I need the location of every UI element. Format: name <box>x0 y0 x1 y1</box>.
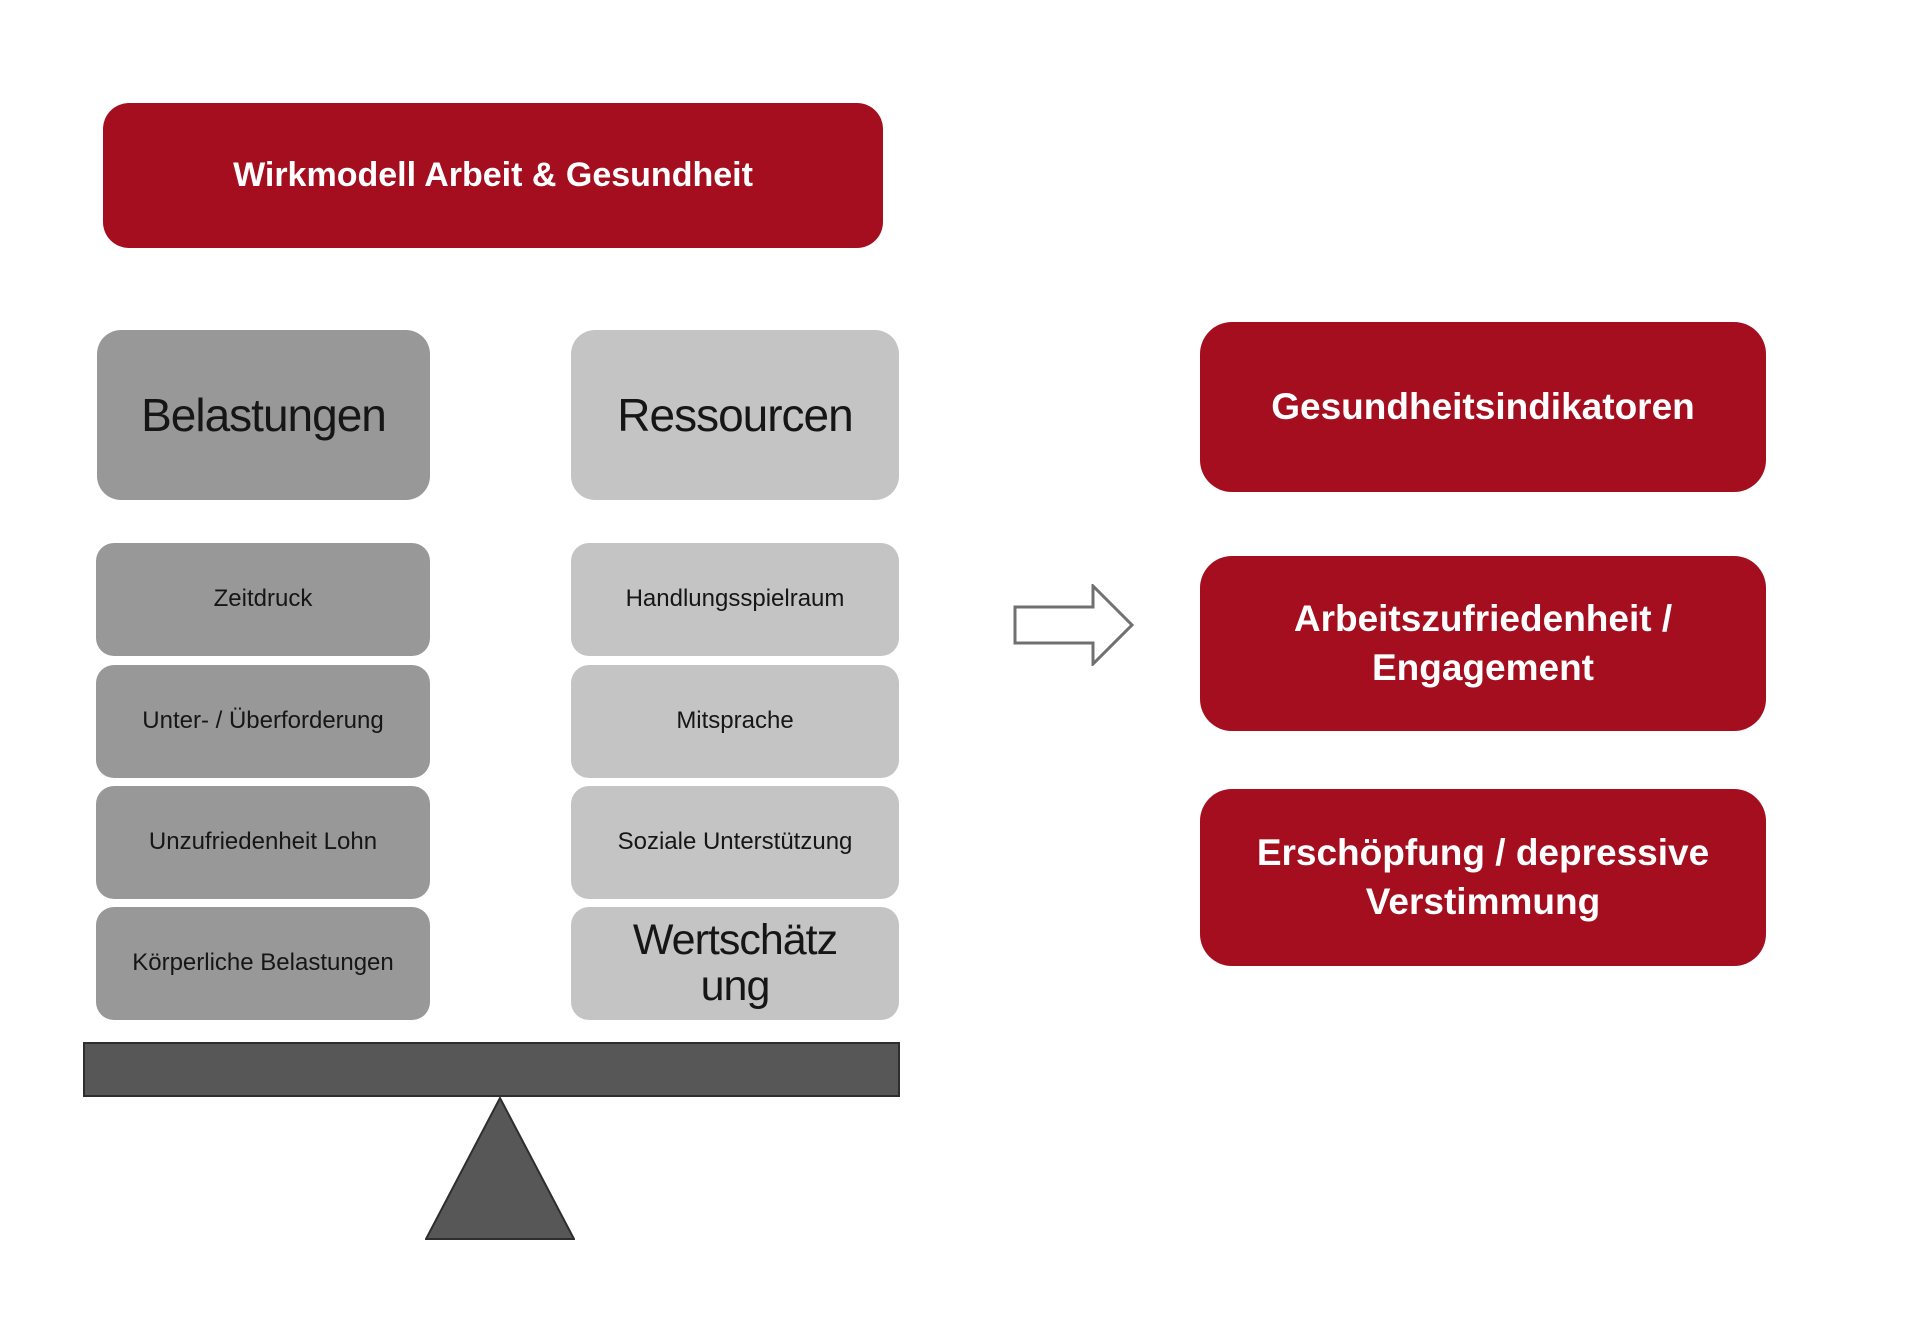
stressor-item-unzufriedenheit-lohn: Unzufriedenheit Lohn <box>96 786 430 899</box>
resource-item-soziale-unterstuetzung: Soziale Unterstützung <box>571 786 899 899</box>
resource-item-handlungsspielraum: Handlungsspielraum <box>571 543 899 656</box>
outcome-box-erschoepfung-depressive-verstimmung: Erschöpfung / depressive Verstimmung <box>1200 789 1766 966</box>
fulcrum-triangle-icon <box>425 1097 575 1240</box>
outcome-box-arbeitszufriedenheit-engagement: Arbeitszufriedenheit / Engagement <box>1200 556 1766 731</box>
balance-beam <box>83 1042 900 1097</box>
stressor-item-zeitdruck: Zeitdruck <box>96 543 430 656</box>
outcome-box-gesundheitsindikatoren: Gesundheitsindikatoren <box>1200 322 1766 492</box>
title-box: Wirkmodell Arbeit & Gesundheit <box>103 103 883 248</box>
resources-header-box: Ressourcen <box>571 330 899 500</box>
right-arrow-icon <box>1013 584 1134 666</box>
stressors-header-box: Belastungen <box>97 330 430 500</box>
resource-item-wertschaetzung: Wertschätz ung <box>571 907 899 1020</box>
resource-item-mitsprache: Mitsprache <box>571 665 899 778</box>
stressor-item-unter-ueberforderung: Unter- / Überforderung <box>96 665 430 778</box>
stressor-item-koerperliche-belastungen: Körperliche Belastungen <box>96 907 430 1020</box>
